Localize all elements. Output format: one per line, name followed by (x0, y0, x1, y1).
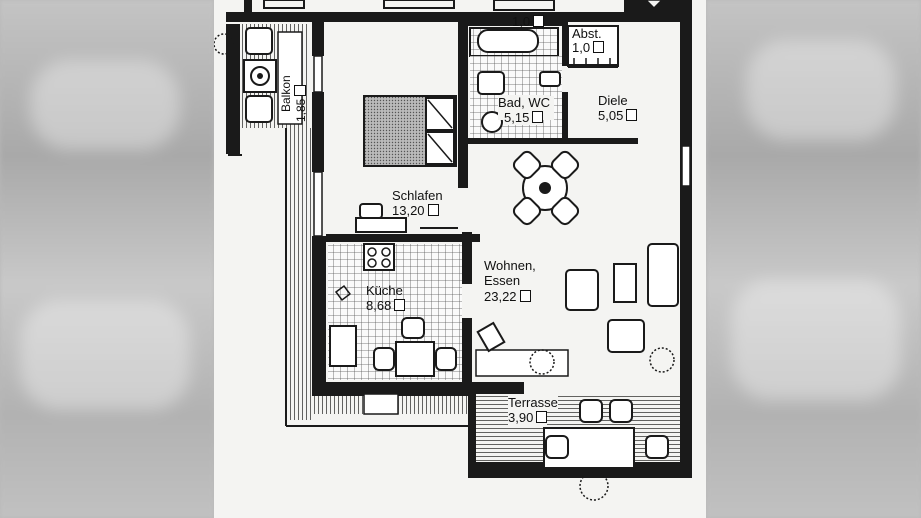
bad-room-area: 5,15 (504, 110, 544, 125)
wohnen-room-name: Wohnen, (484, 258, 536, 273)
terrasse-room-name: Terrasse (508, 395, 558, 410)
balkon-area (226, 24, 310, 154)
floor-plan: 1,0 Abst. 1,0 Bad, WC 5,15 Diele 5,05 Sc… (214, 0, 706, 518)
kueche-room-name: Küche (366, 283, 403, 298)
plants (214, 33, 235, 55)
kitchen-fixtures (328, 243, 462, 380)
terrasse-room-area: 3,90 (508, 410, 548, 425)
living-furniture (475, 243, 679, 377)
abst-room (567, 25, 619, 68)
windows (313, 55, 691, 415)
terrasse-area (476, 394, 680, 501)
dining-table (512, 150, 580, 226)
floor-plan-drawing (214, 0, 698, 501)
balkon-room-name: Balkon (279, 75, 293, 112)
wohnen-room-area: 23,22 (484, 289, 531, 304)
walls (228, 0, 692, 478)
essen-room-name: Essen (484, 273, 521, 288)
top-neighbour-area (226, 0, 698, 22)
kueche-room-area: 8,68 (366, 298, 406, 313)
abst-room-area: 1,0 (572, 40, 605, 55)
schlafen-room-area: 13,20 (392, 203, 439, 218)
balkon-room-area: 1,85 (294, 84, 308, 122)
diele-room-name: Diele (598, 93, 628, 108)
diele-room-area: 5,05 (598, 108, 638, 123)
top-room-area: 1,0 (512, 14, 545, 29)
blurred-background-left (0, 0, 214, 518)
bedroom-furniture (355, 95, 458, 233)
abst-room-name: Abst. (572, 26, 602, 41)
blurred-background-right (706, 0, 921, 518)
bad-room-name: Bad, WC (498, 95, 551, 110)
schlafen-room-name: Schlafen (392, 188, 443, 203)
